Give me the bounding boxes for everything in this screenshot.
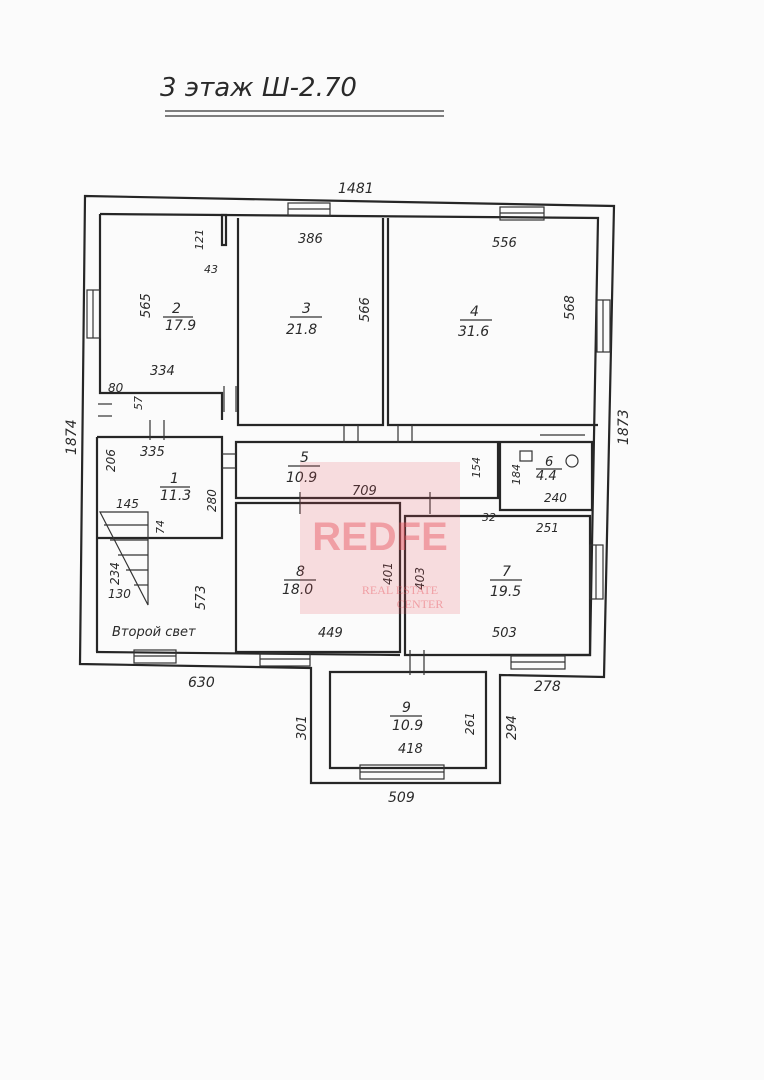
room-8-dim-401: 401 bbox=[381, 562, 395, 585]
room-1-number: 1 bbox=[170, 471, 179, 487]
room-1-dim-145: 145 bbox=[116, 497, 139, 511]
room-2-dim-565: 565 bbox=[139, 293, 154, 318]
watermark-line-1: REAL ESTATE bbox=[362, 583, 438, 597]
dim-annex-bottom: 509 bbox=[388, 790, 415, 806]
room-4-walls bbox=[386, 218, 598, 427]
toilet-icon bbox=[519, 450, 533, 462]
room-2-dim-334: 334 bbox=[150, 364, 175, 379]
room-3-dim-566: 566 bbox=[358, 297, 373, 322]
dim-right: 1873 bbox=[616, 409, 632, 445]
room-6-area: 4.4 bbox=[536, 469, 557, 484]
room-6-dim-240: 240 bbox=[544, 491, 567, 505]
room-5-walls bbox=[234, 440, 500, 500]
room-9-area: 10.9 bbox=[392, 718, 423, 734]
watermark-line-2: CENTER bbox=[397, 597, 444, 611]
room-9-dim-261: 261 bbox=[463, 712, 477, 735]
inner-wall-bottom bbox=[95, 650, 401, 657]
room-9-walls bbox=[328, 670, 488, 770]
sink-icon bbox=[565, 454, 579, 468]
room-8-area: 18.0 bbox=[282, 582, 313, 598]
dim-annex-right: 294 bbox=[505, 715, 520, 740]
room-1-dim-74: 74 bbox=[154, 520, 167, 534]
room-7-dim-32: 32 bbox=[482, 511, 496, 524]
room-3-number: 3 bbox=[302, 301, 311, 317]
room-1-dim-335: 335 bbox=[140, 445, 165, 460]
room-3-area: 21.8 bbox=[286, 322, 317, 338]
room-1-dim-234: 234 bbox=[108, 562, 122, 585]
room-6-dim-184: 184 bbox=[510, 464, 523, 485]
room-7-walls bbox=[403, 514, 592, 657]
room-1-walls bbox=[97, 435, 224, 540]
door-marks bbox=[98, 386, 585, 675]
room-4-dim-568: 568 bbox=[563, 295, 578, 320]
room-2-number: 2 bbox=[172, 301, 181, 317]
room-4-area: 31.6 bbox=[458, 324, 489, 340]
room-4-number: 4 bbox=[470, 304, 479, 320]
second-light-label: Второй свет bbox=[112, 625, 196, 640]
room-7-dim-403: 403 bbox=[413, 567, 427, 590]
chimney bbox=[220, 213, 228, 247]
dim-bottom-right: 278 bbox=[534, 679, 561, 695]
dim-left: 1874 bbox=[64, 419, 80, 455]
room-2-dim-57: 57 bbox=[132, 396, 145, 410]
room-5-dim-709: 709 bbox=[352, 484, 377, 499]
stair bbox=[99, 511, 149, 606]
window-marks bbox=[86, 202, 611, 780]
room-3-walls bbox=[236, 218, 385, 427]
room-6-walls bbox=[498, 440, 594, 512]
room-1-dim-280: 280 bbox=[205, 489, 219, 512]
room-9-dim-418: 418 bbox=[398, 742, 423, 757]
dim-top: 1481 bbox=[338, 181, 374, 197]
room-7-number: 7 bbox=[502, 564, 511, 580]
room-1-dim-573: 573 bbox=[194, 585, 209, 610]
room-1-area: 11.3 bbox=[160, 488, 191, 504]
room-8-walls bbox=[234, 501, 402, 654]
room-5-number: 5 bbox=[300, 450, 309, 466]
room-5-dim-154: 154 bbox=[470, 457, 483, 478]
room-7-dim-503: 503 bbox=[492, 626, 517, 641]
watermark-logo-text: REDFE bbox=[312, 515, 448, 559]
room-6-number: 6 bbox=[545, 455, 553, 470]
room-2-dim-43: 43 bbox=[204, 263, 218, 276]
dim-bottom-left: 630 bbox=[188, 675, 215, 691]
watermark-logo: REDFE REAL ESTATE CENTER bbox=[300, 462, 460, 614]
room-4-dim-556: 556 bbox=[492, 236, 517, 251]
room-7-area: 19.5 bbox=[490, 584, 521, 600]
room-2-dim-80: 80 bbox=[108, 381, 124, 395]
room-3-dim-386: 386 bbox=[298, 232, 323, 247]
room-1-dim-206: 206 bbox=[104, 449, 118, 472]
room-8-number: 8 bbox=[296, 564, 305, 580]
plan-title: 3 этаж Ш-2.70 bbox=[160, 73, 357, 103]
room-8-dim-449: 449 bbox=[318, 626, 343, 641]
room-2-area: 17.9 bbox=[165, 318, 196, 334]
dim-annex-left: 301 bbox=[295, 715, 310, 740]
room-9-number: 9 bbox=[402, 700, 411, 716]
room-1-dim-130: 130 bbox=[108, 587, 131, 601]
room-7-dim-251: 251 bbox=[536, 521, 559, 535]
outer-wall bbox=[78, 194, 616, 785]
room-2-dim-121: 121 bbox=[193, 229, 206, 250]
room-5-area: 10.9 bbox=[286, 470, 317, 486]
